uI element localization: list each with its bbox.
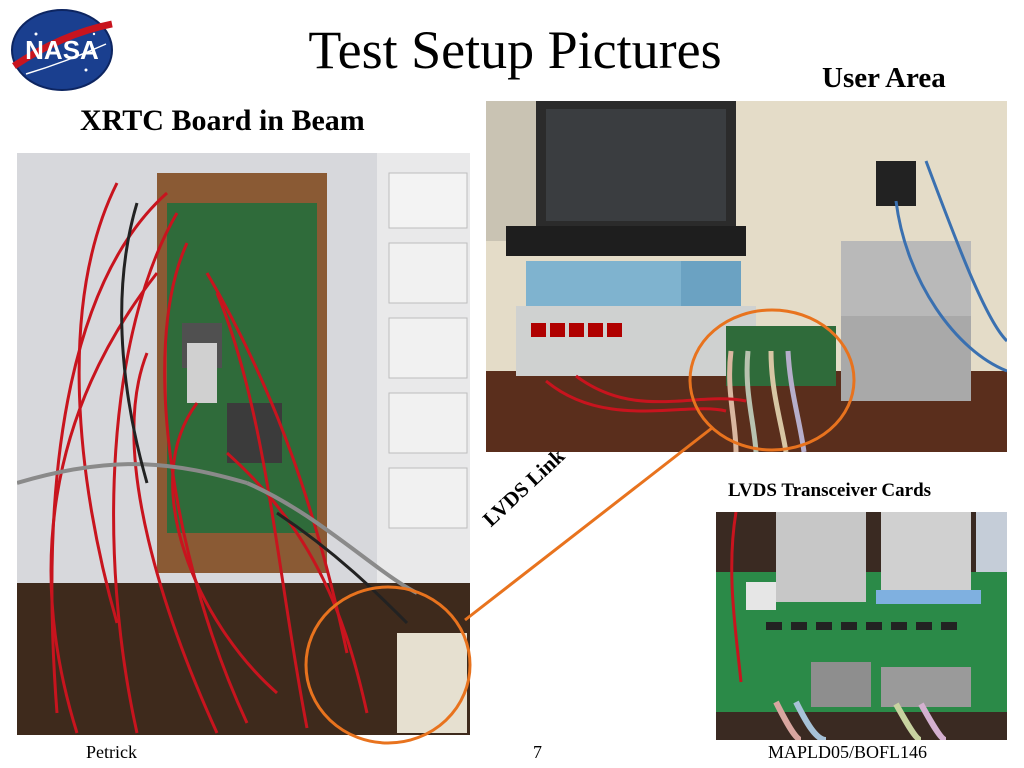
user-area-heading: User Area xyxy=(822,62,946,94)
nasa-logo: NASA xyxy=(6,4,118,94)
footer-page-number: 7 xyxy=(533,742,542,762)
xrtc-board-photo xyxy=(17,153,470,735)
logo-text: NASA xyxy=(25,35,99,65)
user-area-photo xyxy=(486,101,1007,452)
footer-reference: MAPLD05/BOFL146 xyxy=(768,742,928,762)
slide-title: Test Setup Pictures xyxy=(308,20,722,80)
xrtc-heading: XRTC Board in Beam xyxy=(80,104,365,137)
lvds-link-label: LVDS Link xyxy=(477,443,570,532)
footer-author: Petrick xyxy=(86,742,137,762)
transceiver-cards-photo xyxy=(716,512,1007,740)
cards-heading: LVDS Transceiver Cards xyxy=(728,480,932,501)
